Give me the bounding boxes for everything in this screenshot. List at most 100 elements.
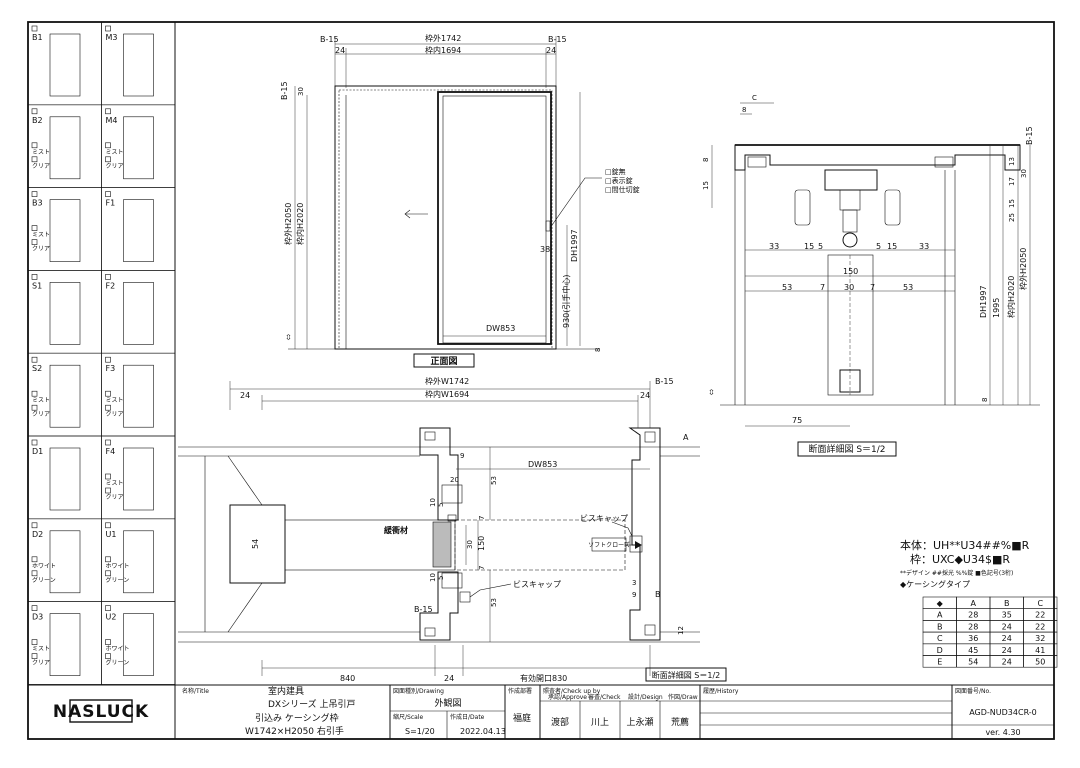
checkbox-icon[interactable] xyxy=(31,356,38,363)
option-checkbox-icon[interactable] xyxy=(105,142,111,149)
option-checkbox-icon[interactable] xyxy=(31,390,38,397)
catalog-code: B2 xyxy=(32,116,43,125)
option-checkbox-icon[interactable] xyxy=(31,142,38,149)
section-row1-3: 5 xyxy=(876,242,881,251)
front-handle-height: 930(引手中心) xyxy=(561,274,571,328)
role-approve: 承認/Approve xyxy=(548,693,587,701)
plan-b15-lower: B-15 xyxy=(414,605,433,614)
front-dim30: 30 xyxy=(297,87,305,96)
option-checkbox-icon[interactable] xyxy=(105,639,111,645)
table-cell-text: 35 xyxy=(1002,611,1012,620)
table-cell-text: D xyxy=(937,646,943,655)
option-checkbox-icon[interactable] xyxy=(105,404,111,411)
checkbox-icon[interactable] xyxy=(31,605,38,611)
front-dw: DW853 xyxy=(486,324,515,333)
checkbox-icon[interactable] xyxy=(105,522,111,529)
option-checkbox-icon[interactable] xyxy=(31,156,38,163)
role-design: 設計/Design xyxy=(628,693,663,701)
checkbox-icon[interactable] xyxy=(31,522,38,529)
option-checkbox-icon[interactable] xyxy=(31,556,38,563)
plan-dw: DW853 xyxy=(528,460,557,469)
name-check: 川上 xyxy=(591,717,609,728)
checkbox-icon[interactable] xyxy=(31,108,38,115)
catalog-code: S2 xyxy=(32,364,42,373)
checkbox-icon[interactable] xyxy=(31,191,38,197)
table-cell-text: 45 xyxy=(968,646,978,655)
option-checkbox-icon[interactable] xyxy=(31,570,38,577)
scale-value: S=1/20 xyxy=(405,727,435,736)
catalog-code: B1 xyxy=(32,33,43,42)
catalog-code: U2 xyxy=(106,613,117,622)
role-draw: 作図/Draw xyxy=(668,693,698,701)
table-cell-text: 54 xyxy=(968,658,978,667)
option-checkbox-icon[interactable] xyxy=(31,225,38,231)
option-checkbox-icon[interactable] xyxy=(105,556,111,563)
option-checkbox-icon[interactable] xyxy=(105,653,111,659)
table-cell-text: E xyxy=(937,658,942,667)
checkbox-icon[interactable] xyxy=(105,108,111,115)
plan-24-left: 24 xyxy=(240,391,250,400)
door-elevation-icon xyxy=(123,199,154,262)
plan-dim150: 150 xyxy=(477,536,486,551)
door-elevation-icon xyxy=(123,530,154,594)
checkbox-icon[interactable] xyxy=(105,274,111,280)
catalog-code: B3 xyxy=(32,199,43,208)
option-checkbox-icon[interactable] xyxy=(105,487,111,494)
plan-dim30: 30 xyxy=(466,540,474,549)
checkbox-icon[interactable] xyxy=(31,25,38,32)
checkbox-icon[interactable] xyxy=(105,605,111,611)
plan-letter-a: A xyxy=(683,433,689,442)
catalog-option: クリア xyxy=(32,660,50,667)
option-checkbox-icon[interactable] xyxy=(31,404,38,411)
checkbox-icon[interactable] xyxy=(31,274,38,280)
catalog-cell[interactable]: D1 xyxy=(27,435,102,520)
plan-letter-b: B xyxy=(655,590,661,599)
catalog-cell[interactable]: F2 xyxy=(101,270,176,354)
plan-dim12: 12 xyxy=(677,626,685,635)
catalog-cell[interactable]: M3 xyxy=(101,21,176,106)
catalog-option: ミスト xyxy=(32,646,50,653)
catalog-option: ミスト xyxy=(106,149,124,156)
lock-option-partition: □間仕切錠 xyxy=(605,185,640,194)
checkbox-icon[interactable] xyxy=(105,25,111,32)
option-checkbox-icon[interactable] xyxy=(105,156,111,163)
catalog-option: ホワイト xyxy=(32,563,56,570)
section-dim150: 150 xyxy=(843,267,858,276)
plan-dim9: 9 xyxy=(460,452,464,460)
catalog-cell[interactable]: F1 xyxy=(101,187,176,271)
door-elevation-icon xyxy=(123,33,154,97)
option-checkbox-icon[interactable] xyxy=(105,390,111,397)
name-label: 名称/Title xyxy=(182,687,209,695)
checkbox-icon[interactable] xyxy=(31,439,38,446)
section-dim8-bottom: 8 xyxy=(981,398,989,402)
plan-b15: B-15 xyxy=(655,377,674,386)
catalog-option: ミスト xyxy=(32,149,50,156)
lock-option-none: □錠無 xyxy=(605,167,626,176)
option-checkbox-icon[interactable] xyxy=(105,570,111,577)
catalog-cell[interactable]: S1 xyxy=(27,270,102,354)
checkbox-icon[interactable] xyxy=(105,191,111,197)
option-checkbox-icon[interactable] xyxy=(105,473,111,480)
catalog-cell[interactable]: B1 xyxy=(27,21,102,106)
table-cell-text: A xyxy=(971,599,977,608)
option-checkbox-icon[interactable] xyxy=(31,653,38,659)
option-checkbox-icon[interactable] xyxy=(31,639,38,645)
checkbox-icon[interactable] xyxy=(105,356,111,363)
checkbox-icon[interactable] xyxy=(105,439,111,446)
catalog-option: グリーン xyxy=(106,659,130,667)
section-dim13: 13 xyxy=(1008,157,1016,166)
date-label: 作成日/Date xyxy=(450,713,485,721)
plan-dim9b: 9 xyxy=(632,591,636,599)
option-checkbox-icon[interactable] xyxy=(31,239,38,245)
